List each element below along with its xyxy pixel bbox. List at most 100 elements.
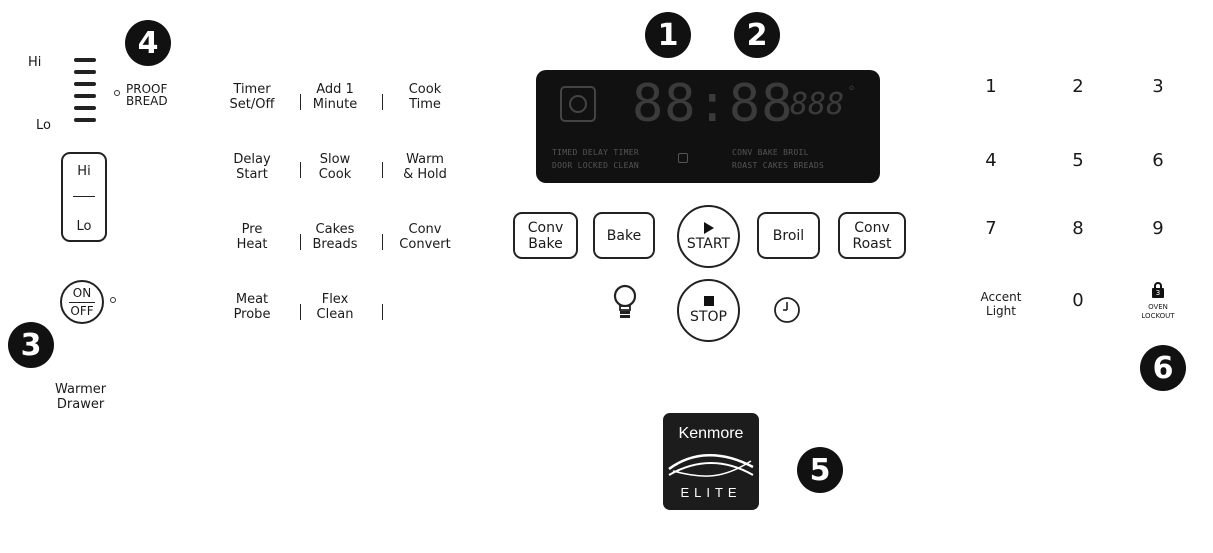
clock-icon[interactable] (773, 296, 801, 324)
function-label-line: Convert (399, 237, 451, 252)
function-label-line: Heat (236, 237, 268, 252)
function-label-line: Probe (233, 307, 271, 322)
function-separator (300, 234, 301, 250)
flex-clean-button[interactable]: Flex Clean (305, 292, 365, 322)
keypad-2[interactable]: 2 (1072, 76, 1084, 97)
hi-lo-button-lo: Lo (76, 219, 92, 234)
function-label-line: Meat (235, 292, 269, 307)
lockout-label: OVEN LOCKOUT (1132, 303, 1184, 321)
warm-hold-button[interactable]: Warm & Hold (395, 152, 455, 182)
display-mode-row-1: CONV BAKE BROIL (732, 148, 809, 157)
preheat-button[interactable]: Pre Heat (222, 222, 282, 252)
proof-label-line: PROOF (126, 82, 168, 96)
function-label-line: Conv (408, 222, 442, 237)
conv-roast-button[interactable]: Conv Roast (838, 212, 906, 259)
keypad-5[interactable]: 5 (1072, 150, 1084, 171)
warmer-drawer-caption: Warmer Drawer (55, 382, 106, 412)
bread-label-line: BREAD (126, 94, 168, 108)
function-label-line: Set/Off (229, 97, 275, 112)
light-line: Light (986, 304, 1016, 318)
conv-convert-button[interactable]: Conv Convert (395, 222, 455, 252)
conv-bake-line: Bake (528, 235, 563, 252)
warmer-hi-lo-button[interactable]: Hi Lo (61, 152, 107, 242)
warmer-level-indicator (74, 58, 98, 128)
oven-lockout-button[interactable]: 3 OVEN LOCKOUT (1132, 282, 1184, 326)
cakes-breads-button[interactable]: Cakes Breads (305, 222, 365, 252)
keypad-3[interactable]: 3 (1152, 76, 1164, 97)
keypad-7[interactable]: 7 (985, 218, 997, 239)
drawer-caption-line: Drawer (56, 397, 105, 412)
off-label: OFF (70, 303, 94, 318)
on-label: ON (72, 285, 92, 300)
hi-lo-divider (73, 196, 95, 197)
function-label-line: Delay (233, 152, 271, 167)
stop-button[interactable]: STOP (677, 279, 740, 342)
function-separator (300, 162, 301, 178)
function-label-line: Time (409, 97, 441, 112)
callout-1: 1 (645, 12, 691, 58)
stop-button-label: STOP (690, 309, 727, 325)
keypad-9[interactable]: 9 (1152, 218, 1164, 239)
oven-line: OVEN (1148, 303, 1168, 311)
display-status-row-1: TIMED DELAY TIMER (552, 148, 639, 157)
cook-time-button[interactable]: Cook Time (395, 82, 455, 112)
function-separator (382, 304, 383, 320)
lock-body: 3 (1152, 288, 1164, 298)
broil-button[interactable]: Broil (757, 212, 820, 259)
level-bar (74, 94, 96, 98)
logo-brand-text: Kenmore (678, 425, 744, 442)
hi-lo-button-hi: Hi (77, 164, 91, 179)
on-off-divider (69, 301, 95, 303)
display-time-digits: 88:88 (632, 74, 794, 134)
lock-shackle (1154, 282, 1162, 289)
proof-indicator-led (114, 90, 120, 96)
accent-line: Accent (980, 290, 1022, 304)
lock-icon: 3 (1152, 282, 1164, 298)
function-label-line: Timer (233, 82, 271, 97)
delay-start-button[interactable]: Delay Start (222, 152, 282, 182)
function-label-line: Pre (241, 222, 263, 237)
keypad-4[interactable]: 4 (985, 150, 997, 171)
oven-light-icon[interactable] (612, 284, 638, 322)
function-label-line: Add 1 (316, 82, 354, 97)
add-1-minute-button[interactable]: Add 1 Minute (305, 82, 365, 112)
timer-set-off-button[interactable]: Timer Set/Off (222, 82, 282, 112)
display-degree-symbol: ° (848, 84, 855, 100)
lockout-line: LOCKOUT (1141, 312, 1175, 320)
bake-button-label: Bake (606, 227, 642, 244)
conv-bake-button[interactable]: Conv Bake (513, 212, 578, 259)
keypad-8[interactable]: 8 (1072, 218, 1084, 239)
logo-sub-text: ELITE (680, 485, 742, 500)
display-status-row-2: DOOR LOCKED CLEAN (552, 161, 639, 170)
function-label-line: & Hold (403, 167, 447, 182)
function-separator (300, 94, 301, 110)
accent-light-button[interactable]: Accent Light (976, 290, 1026, 318)
bake-button[interactable]: Bake (593, 212, 655, 259)
function-label-line: Cakes (315, 222, 355, 237)
conv-bake-line: Conv (527, 219, 564, 236)
callout-2: 2 (734, 12, 780, 58)
level-bar (74, 70, 96, 74)
fan-icon (569, 95, 587, 113)
keypad-1[interactable]: 1 (985, 76, 997, 97)
start-button-label: START (686, 235, 731, 252)
keypad-6[interactable]: 6 (1152, 150, 1164, 171)
callout-5: 5 (797, 447, 843, 493)
meat-probe-button[interactable]: Meat Probe (222, 292, 282, 322)
function-label-line: Warm (406, 152, 444, 167)
broil-button-label: Broil (772, 227, 805, 244)
function-label-line: Flex (321, 292, 349, 307)
warmer-on-off-button[interactable]: ON OFF (60, 280, 104, 324)
function-label-line: Start (236, 167, 268, 182)
keypad-0[interactable]: 0 (1072, 290, 1084, 311)
slow-cook-button[interactable]: Slow Cook (305, 152, 365, 182)
function-label-line: Clean (316, 307, 354, 322)
conv-roast-line: Roast (852, 235, 892, 252)
kenmore-elite-logo: Kenmore ELITE (663, 413, 759, 510)
oven-display-icon (560, 86, 596, 122)
start-button[interactable]: START (677, 205, 740, 268)
level-bar (74, 58, 96, 62)
display-mode-row-2: ROAST CAKES BREADS (732, 161, 825, 170)
proof-bread-label: PROOF BREAD (126, 83, 168, 107)
function-separator (300, 304, 301, 320)
